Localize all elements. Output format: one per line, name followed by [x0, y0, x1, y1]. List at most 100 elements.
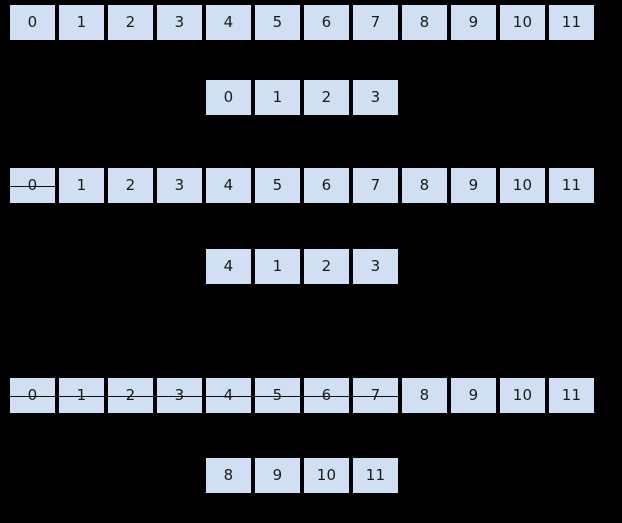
- array-cell-value: 0: [27, 176, 38, 194]
- array-cell-value: 9: [272, 466, 283, 484]
- array-cell-value: 5: [272, 176, 283, 194]
- array-cell[interactable]: 7: [353, 168, 398, 203]
- array-cell-value: 0: [27, 13, 38, 31]
- array-cell[interactable]: 8: [402, 5, 447, 40]
- array-cell-value: 4: [223, 386, 234, 404]
- array-cell-value: 3: [174, 386, 185, 404]
- array-cell-value: 5: [272, 386, 283, 404]
- array-cell-value: 6: [321, 13, 332, 31]
- array-cell[interactable]: 10: [500, 168, 545, 203]
- array-cell[interactable]: 8: [206, 458, 251, 493]
- chunk-array-step-1: 0 1 2 3: [206, 80, 398, 115]
- array-cell[interactable]: 11: [549, 5, 594, 40]
- array-cell-value: 9: [468, 386, 479, 404]
- array-cell[interactable]: 1: [255, 80, 300, 115]
- source-array-step-2: 0 1 2 3 4 5 6 7 8 9 10 11: [10, 168, 594, 203]
- array-cell[interactable]: 1: [59, 168, 104, 203]
- array-cell-value: 7: [370, 386, 381, 404]
- array-cell-value: 8: [223, 466, 234, 484]
- array-cell[interactable]: 2: [108, 5, 153, 40]
- array-cell[interactable]: 4: [206, 168, 251, 203]
- array-cell[interactable]: 9: [451, 378, 496, 413]
- chunk-array-step-3: 8 9 10 11: [206, 458, 398, 493]
- array-cell[interactable]: 5: [255, 168, 300, 203]
- array-cell[interactable]: 3: [157, 168, 202, 203]
- array-cell[interactable]: 5: [255, 5, 300, 40]
- array-cell-value: 8: [419, 386, 430, 404]
- array-cell[interactable]: 10: [500, 378, 545, 413]
- array-cell[interactable]: 6: [304, 378, 349, 413]
- array-cell[interactable]: 10: [304, 458, 349, 493]
- array-cell-value: 8: [419, 176, 430, 194]
- array-cell-value: 9: [468, 176, 479, 194]
- array-cell-value: 6: [321, 386, 332, 404]
- array-cell[interactable]: 2: [108, 378, 153, 413]
- array-cell-value: 1: [272, 88, 283, 106]
- array-cell-value: 5: [272, 13, 283, 31]
- array-cell[interactable]: 8: [402, 378, 447, 413]
- array-cell[interactable]: 3: [157, 5, 202, 40]
- array-cell-value: 2: [321, 88, 332, 106]
- array-cell[interactable]: 11: [549, 168, 594, 203]
- array-cell-value: 4: [223, 176, 234, 194]
- array-cell[interactable]: 2: [108, 168, 153, 203]
- source-array-step-1: 0 1 2 3 4 5 6 7 8 9 10 11: [10, 5, 594, 40]
- array-cell[interactable]: 6: [304, 5, 349, 40]
- array-cell-value: 10: [512, 13, 533, 31]
- array-cell-value: 11: [561, 176, 582, 194]
- array-cell-value: 2: [125, 176, 136, 194]
- array-cell-value: 10: [316, 466, 337, 484]
- array-cell-value: 4: [223, 13, 234, 31]
- chunk-array-step-2: 4 1 2 3: [206, 249, 398, 284]
- array-cell[interactable]: 1: [59, 5, 104, 40]
- array-cell-value: 3: [370, 257, 381, 275]
- array-cell[interactable]: 9: [451, 168, 496, 203]
- array-cell-value: 0: [27, 386, 38, 404]
- array-cell[interactable]: 3: [353, 249, 398, 284]
- array-cell[interactable]: 0: [10, 378, 55, 413]
- array-cell-value: 3: [174, 13, 185, 31]
- array-cell-value: 4: [223, 257, 234, 275]
- array-cell[interactable]: 0: [206, 80, 251, 115]
- array-cell-value: 1: [76, 13, 87, 31]
- array-cell[interactable]: 3: [353, 80, 398, 115]
- array-cell-value: 2: [125, 13, 136, 31]
- array-cell[interactable]: 3: [157, 378, 202, 413]
- array-cell[interactable]: 4: [206, 249, 251, 284]
- array-cell[interactable]: 4: [206, 378, 251, 413]
- array-cell-value: 6: [321, 176, 332, 194]
- array-cell[interactable]: 0: [10, 5, 55, 40]
- array-cell[interactable]: 2: [304, 80, 349, 115]
- array-cell[interactable]: 9: [451, 5, 496, 40]
- array-cell[interactable]: 11: [549, 378, 594, 413]
- array-cell-value: 2: [321, 257, 332, 275]
- array-cell-value: 10: [512, 386, 533, 404]
- array-cell-value: 2: [125, 386, 136, 404]
- array-cell-value: 8: [419, 13, 430, 31]
- array-cell[interactable]: 7: [353, 5, 398, 40]
- array-cell-value: 0: [223, 88, 234, 106]
- array-cell[interactable]: 1: [59, 378, 104, 413]
- array-cell-value: 1: [76, 386, 87, 404]
- array-cell-value: 11: [561, 13, 582, 31]
- array-cell-value: 11: [365, 466, 386, 484]
- array-cell-value: 1: [272, 257, 283, 275]
- array-cell[interactable]: 0: [10, 168, 55, 203]
- array-cell-value: 3: [174, 176, 185, 194]
- array-cell[interactable]: 10: [500, 5, 545, 40]
- array-cell-value: 10: [512, 176, 533, 194]
- array-cell[interactable]: 9: [255, 458, 300, 493]
- array-cell[interactable]: 1: [255, 249, 300, 284]
- array-cell-value: 7: [370, 13, 381, 31]
- array-cell-value: 11: [561, 386, 582, 404]
- array-cell[interactable]: 4: [206, 5, 251, 40]
- array-cell-value: 7: [370, 176, 381, 194]
- array-cell[interactable]: 6: [304, 168, 349, 203]
- array-cell-value: 1: [76, 176, 87, 194]
- array-cell[interactable]: 5: [255, 378, 300, 413]
- array-cell[interactable]: 7: [353, 378, 398, 413]
- array-cell[interactable]: 2: [304, 249, 349, 284]
- array-cell[interactable]: 11: [353, 458, 398, 493]
- array-cell[interactable]: 8: [402, 168, 447, 203]
